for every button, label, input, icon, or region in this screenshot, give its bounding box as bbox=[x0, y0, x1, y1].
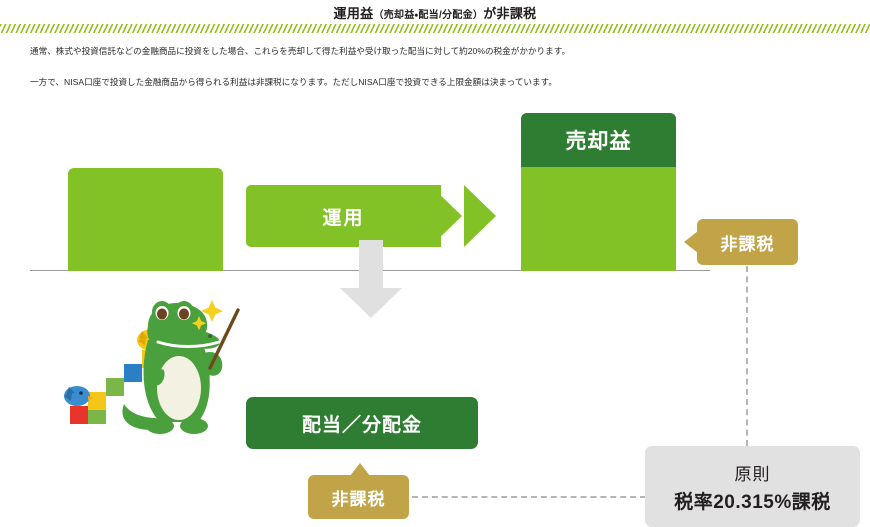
dividend-box-label: 配当／分配金 bbox=[301, 414, 422, 436]
investment-flow-arrow: 運用 bbox=[246, 185, 521, 247]
tax-free-badge-capital-gain: 非課税 bbox=[684, 219, 798, 265]
arrow-down-head bbox=[340, 288, 402, 318]
hatched-divider bbox=[0, 24, 870, 33]
taxed-rate-line-1: 原則 bbox=[734, 464, 771, 484]
capital-gain-segment: 売却益 bbox=[521, 113, 676, 167]
intro-paragraph-2: 一方で、NISA口座で投資した金融商品から得られる利益は非課税になります。ただし… bbox=[30, 77, 557, 87]
capital-gain-label: 売却益 bbox=[565, 130, 632, 153]
nisa-diagram: 運用 売却益 配当／分配金 非課税 非課税 原則 税率20.315%課税 bbox=[0, 100, 870, 527]
arrow-down-icon bbox=[340, 240, 402, 318]
page-title-main-last: が非課税 bbox=[483, 6, 537, 21]
chevron-right-icon bbox=[430, 185, 462, 247]
dividend-box: 配当／分配金 bbox=[246, 397, 478, 449]
badge-pointer-left-icon bbox=[684, 231, 698, 253]
principal-bar bbox=[68, 168, 223, 271]
chevron-right-icon bbox=[464, 185, 496, 247]
page-title: 運用益（売却益・配当/分配金）が非課税 bbox=[0, 3, 870, 22]
badge-pointer-up-icon bbox=[350, 463, 370, 476]
taxed-rate-line-2: 税率20.315%課税 bbox=[674, 491, 831, 513]
page-title-subtext: （売却益・配当/分配金） bbox=[373, 10, 484, 21]
intro-paragraph-1: 通常、株式や投資信託などの金融商品に投資をした場合、これらを売却して得た利益や受… bbox=[30, 46, 571, 56]
flow-arrow-label: 運用 bbox=[322, 207, 365, 229]
dashed-connector-horizontal bbox=[412, 496, 646, 498]
page-header: 運用益（売却益・配当/分配金）が非課税 bbox=[0, 0, 870, 38]
taxed-rate-box: 原則 税率20.315%課税 bbox=[645, 446, 860, 527]
crocodile-mascot-icon bbox=[52, 280, 242, 437]
arrow-down-shaft bbox=[359, 240, 383, 290]
tax-free-badge-gain-label: 非課税 bbox=[720, 234, 775, 254]
tax-free-badge-dividend: 非課税 bbox=[308, 463, 409, 519]
dashed-connector-vertical bbox=[746, 266, 748, 446]
tax-free-badge-dividend-label: 非課税 bbox=[331, 489, 386, 509]
flow-arrow-body: 運用 bbox=[246, 185, 441, 247]
page-title-main-first: 運用益 bbox=[333, 6, 374, 21]
